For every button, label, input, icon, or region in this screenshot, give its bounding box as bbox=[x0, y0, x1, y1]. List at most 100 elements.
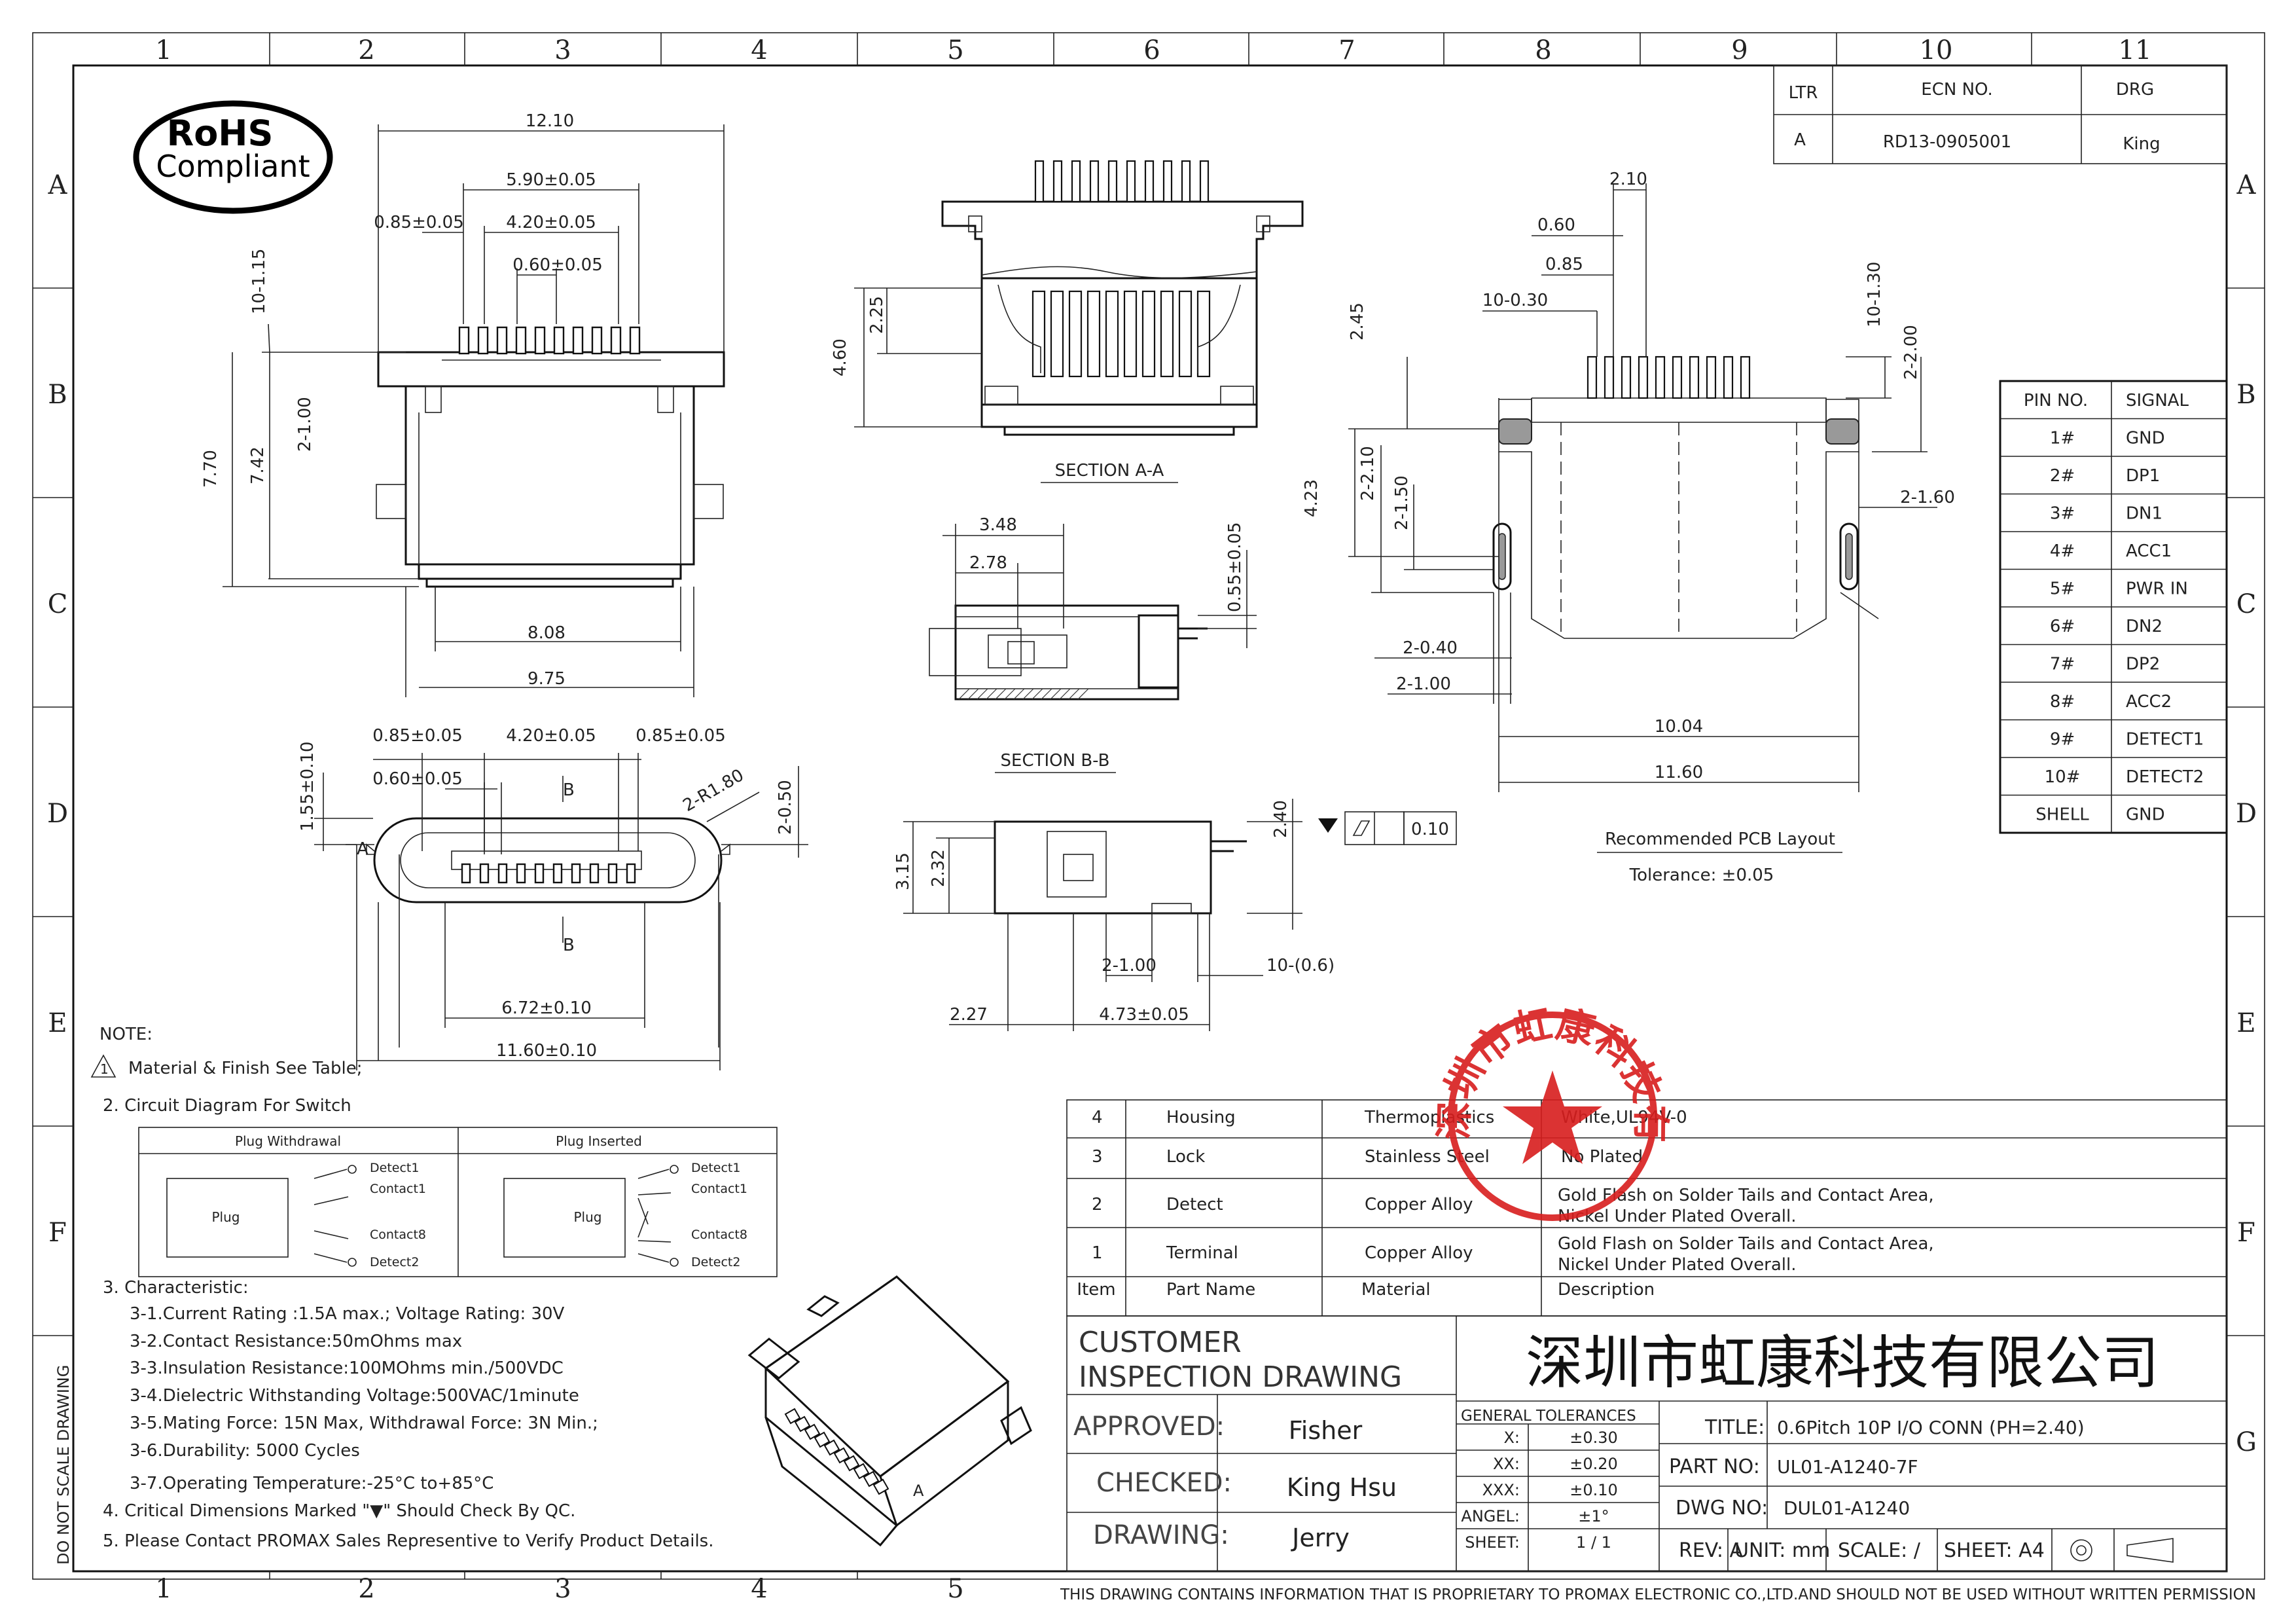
pin-number: 7# bbox=[2050, 655, 2075, 674]
pcb-pad bbox=[1655, 356, 1666, 399]
section-mark-b: B bbox=[563, 936, 575, 955]
dim-label: 3.15 bbox=[893, 852, 913, 890]
front-view: 0.85±0.05 4.20±0.05 0.85±0.05 0.60±0.05 … bbox=[298, 726, 808, 1070]
note-3: 3. Characteristic: bbox=[103, 1278, 249, 1298]
dim-label: 4.73±0.05 bbox=[1099, 1005, 1189, 1025]
col-number: 4 bbox=[751, 1574, 767, 1604]
pcb-layout-view: 2.10 0.60 0.85 10-0.30 10-1.30 2.45 2-2.… bbox=[1302, 170, 1955, 885]
connector-pin bbox=[626, 863, 636, 884]
section-aa-label: SECTION A-A bbox=[1055, 461, 1164, 481]
dim-label: 0.85±0.05 bbox=[636, 726, 726, 746]
rev-ltr: A bbox=[1794, 130, 1806, 150]
part-no-value: UL01-A1240-7F bbox=[1777, 1456, 1918, 1478]
circuit-left-title: Plug Withdrawal bbox=[235, 1133, 341, 1149]
pin-number: 8# bbox=[2050, 692, 2075, 712]
material-material: Copper Alloy bbox=[1365, 1195, 1473, 1214]
connector-pin bbox=[863, 1470, 880, 1487]
dim-label: 0.85 bbox=[1545, 255, 1583, 274]
proprietary-notice: THIS DRAWING CONTAINS INFORMATION THAT I… bbox=[1060, 1586, 2256, 1603]
connector-pin bbox=[461, 863, 471, 884]
dim-label: 0.85±0.05 bbox=[374, 213, 464, 232]
col-number: 2 bbox=[358, 35, 374, 65]
connector-pin bbox=[794, 1415, 811, 1432]
dim-label: 12.10 bbox=[526, 111, 574, 131]
dim-label: 5.90±0.05 bbox=[506, 170, 596, 190]
connector-pin bbox=[1107, 160, 1118, 203]
dim-label: 0.60±0.05 bbox=[512, 255, 603, 275]
tolerances-title: GENERAL TOLERANCES bbox=[1461, 1408, 1636, 1425]
tolerance-label: XXX: bbox=[1482, 1481, 1520, 1499]
contact-blade bbox=[1031, 290, 1046, 378]
dim-label: 4.20±0.05 bbox=[506, 726, 596, 746]
pcb-pad bbox=[1689, 356, 1700, 399]
dim-label: 2.32 bbox=[929, 849, 948, 887]
section-mark-b: B bbox=[563, 780, 575, 800]
dim-label: 4.23 bbox=[1302, 479, 1321, 517]
col-number: 10 bbox=[1920, 35, 1953, 65]
circuit-detect2: Detect2 bbox=[691, 1255, 740, 1269]
dim-label: 2.27 bbox=[950, 1005, 988, 1025]
approved-label: APPROVED: bbox=[1073, 1412, 1225, 1442]
section-hatch bbox=[1031, 688, 1043, 700]
pin-number: 2# bbox=[2050, 466, 2075, 486]
row-letter: C bbox=[2236, 589, 2257, 619]
contact-blade bbox=[1123, 290, 1138, 378]
rohs-line1: RoHS bbox=[167, 113, 274, 154]
scale-value: SCALE: / bbox=[1838, 1539, 1921, 1562]
connector-pin bbox=[1071, 160, 1081, 203]
char-6: 3-6.Durability: 5000 Cycles bbox=[130, 1441, 360, 1461]
dim-label: 2-1.60 bbox=[1900, 488, 1955, 507]
material-item-no: 4 bbox=[1092, 1108, 1103, 1127]
circuit-detect1: Detect1 bbox=[370, 1161, 419, 1175]
col-number: 3 bbox=[554, 1574, 571, 1604]
material-material: Stainless Steel bbox=[1365, 1147, 1490, 1167]
pin-number: SHELL bbox=[2036, 805, 2089, 825]
mat-header-item: Item bbox=[1077, 1280, 1115, 1300]
connector-pin bbox=[607, 863, 618, 884]
do-not-scale-note: DO NOT SCALE DRAWING bbox=[54, 1365, 73, 1565]
section-aa-view: 4.60 2.25 SECTION A-A bbox=[831, 160, 1304, 483]
checked-name: King Hsu bbox=[1287, 1473, 1397, 1502]
pcb-tolerance: Tolerance: ±0.05 bbox=[1629, 866, 1774, 885]
pcb-pad bbox=[1740, 356, 1751, 399]
connector-pin bbox=[552, 863, 563, 884]
unit-value: UNIT: mm bbox=[1734, 1539, 1830, 1562]
row-letter: E bbox=[48, 1008, 67, 1038]
dim-label: 3.48 bbox=[979, 515, 1017, 535]
connector-pin bbox=[1089, 160, 1100, 203]
material-item-no: 1 bbox=[1092, 1243, 1103, 1263]
contact-blade bbox=[1178, 290, 1193, 378]
pin-number: 10# bbox=[2045, 767, 2081, 787]
connector-pin bbox=[458, 326, 470, 355]
pcb-pad bbox=[1621, 356, 1632, 399]
col-number: 2 bbox=[358, 1574, 374, 1604]
section-hatch bbox=[986, 688, 997, 700]
connector-pin bbox=[872, 1478, 889, 1495]
connector-pin bbox=[589, 863, 600, 884]
material-part-name: Terminal bbox=[1166, 1243, 1238, 1263]
section-hatch bbox=[1059, 688, 1071, 700]
row-letter: A bbox=[2236, 170, 2257, 200]
dim-label: 6.72±0.10 bbox=[501, 998, 592, 1018]
section-hatch bbox=[1041, 688, 1052, 700]
dim-label: 9.75 bbox=[528, 669, 565, 689]
switch-circuit-diagram: Plug Withdrawal Plug Inserted Plug Plug … bbox=[138, 1127, 778, 1277]
col-number: 1 bbox=[155, 35, 171, 65]
connector-pin bbox=[1162, 160, 1173, 203]
connector-pin bbox=[591, 326, 603, 355]
mat-header-part: Part Name bbox=[1166, 1280, 1255, 1300]
connector-pin bbox=[1052, 160, 1063, 203]
dim-label: 7.42 bbox=[248, 447, 268, 484]
dim-label: 2-1.00 bbox=[295, 397, 315, 452]
dim-label: 10-1.15 bbox=[249, 249, 269, 314]
drawing-name: Jerry bbox=[1291, 1523, 1350, 1552]
pin-signal: DETECT2 bbox=[2126, 767, 2204, 787]
row-letter: B bbox=[2236, 380, 2255, 410]
connector-pin bbox=[515, 326, 527, 355]
section-hatch bbox=[1013, 688, 1025, 700]
pin-signal: GND bbox=[2126, 429, 2165, 448]
checked-label: CHECKED: bbox=[1096, 1468, 1232, 1498]
pin-number: 4# bbox=[2050, 541, 2075, 561]
drawing-label: DRAWING: bbox=[1093, 1520, 1229, 1550]
dim-label: 2-2.00 bbox=[1901, 325, 1921, 380]
